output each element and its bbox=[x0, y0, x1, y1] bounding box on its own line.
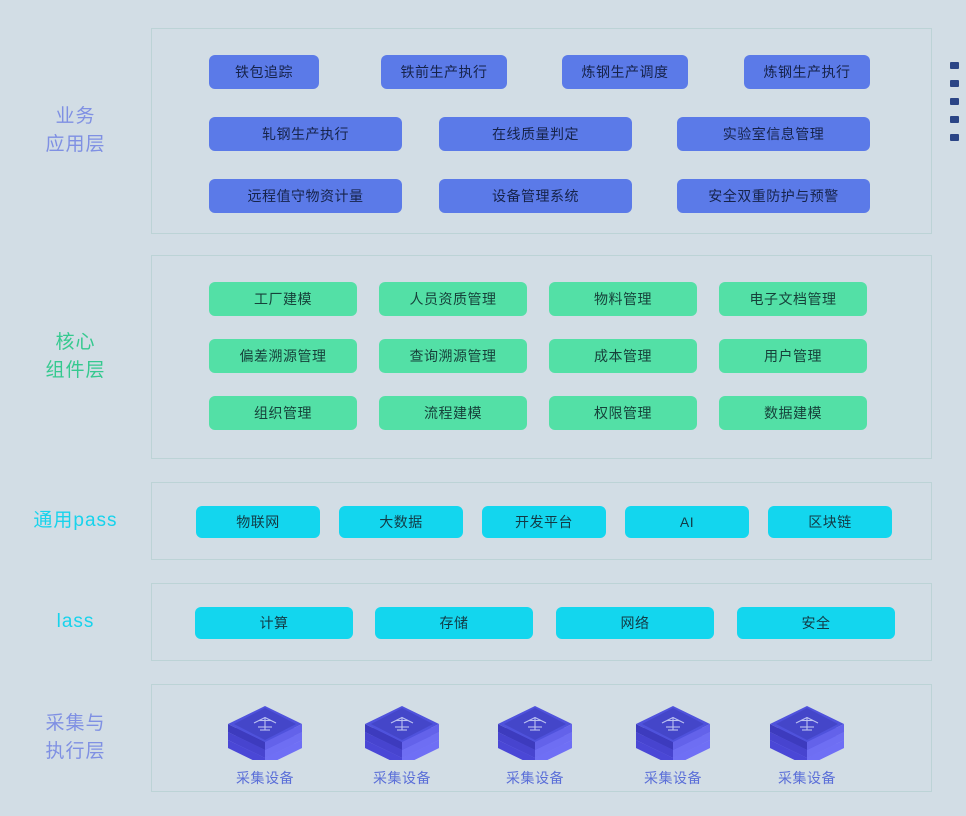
core-chip-user-management[interactable]: 用户管理 bbox=[719, 339, 867, 373]
pass-chip-bigdata[interactable]: 大数据 bbox=[339, 506, 463, 538]
core-chip-permission-management[interactable]: 权限管理 bbox=[549, 396, 697, 430]
layer-label-iass: lass bbox=[0, 583, 151, 661]
device-cube-icon bbox=[222, 696, 308, 760]
app-chip-safety-dual-prevention-warning[interactable]: 安全双重防护与预警 bbox=[677, 179, 870, 213]
collection-device[interactable]: 采集设备 bbox=[752, 696, 862, 788]
collection-device[interactable]: 采集设备 bbox=[210, 696, 320, 788]
pass-chip-dev-platform[interactable]: 开发平台 bbox=[482, 506, 606, 538]
pass-chip-ai[interactable]: AI bbox=[625, 506, 749, 538]
device-cube-icon bbox=[630, 696, 716, 760]
core-chip-material-management[interactable]: 物料管理 bbox=[549, 282, 697, 316]
layer-label-core-text: 核心 组件层 bbox=[45, 332, 106, 381]
core-chip-deviation-traceability[interactable]: 偏差溯源管理 bbox=[209, 339, 357, 373]
layer-panel-iass: 计算 存储 网络 安全 bbox=[151, 583, 932, 661]
pass-chip-blockchain[interactable]: 区块链 bbox=[768, 506, 892, 538]
app-chip-equipment-management-system[interactable]: 设备管理系统 bbox=[439, 179, 632, 213]
device-cube-icon bbox=[764, 696, 850, 760]
app-chip-remote-material-metering[interactable]: 远程值守物资计量 bbox=[209, 179, 402, 213]
collection-device[interactable]: 采集设备 bbox=[347, 696, 457, 788]
app-chip-lab-information-management[interactable]: 实验室信息管理 bbox=[677, 117, 870, 151]
layer-label-iass-text: lass bbox=[56, 611, 95, 633]
bullet-marker bbox=[950, 98, 959, 105]
app-chip-tiebao-tracking[interactable]: 铁包追踪 bbox=[209, 55, 319, 89]
device-caption: 采集设备 bbox=[644, 770, 702, 786]
device-caption: 采集设备 bbox=[373, 770, 431, 786]
device-caption: 采集设备 bbox=[236, 770, 294, 786]
layer-label-collect-text: 采集与 执行层 bbox=[45, 713, 106, 762]
bullet-marker bbox=[950, 116, 959, 123]
app-chip-steelmaking-scheduling[interactable]: 炼钢生产调度 bbox=[562, 55, 688, 89]
app-chip-online-quality-judgement[interactable]: 在线质量判定 bbox=[439, 117, 632, 151]
app-chip-steelmaking-execution[interactable]: 炼钢生产执行 bbox=[744, 55, 870, 89]
iass-chip-storage[interactable]: 存储 bbox=[375, 607, 533, 639]
side-bullet-markers bbox=[950, 62, 966, 152]
core-chip-personnel-qualification[interactable]: 人员资质管理 bbox=[379, 282, 527, 316]
bullet-marker bbox=[950, 80, 959, 87]
layer-label-collect: 采集与 执行层 bbox=[0, 684, 151, 792]
layer-panel-business: 铁包追踪 铁前生产执行 炼钢生产调度 炼钢生产执行 轧钢生产执行 在线质量判定 … bbox=[151, 28, 932, 234]
device-caption: 采集设备 bbox=[778, 770, 836, 786]
device-cube-icon bbox=[359, 696, 445, 760]
collection-device[interactable]: 采集设备 bbox=[618, 696, 728, 788]
core-chip-edoc-management[interactable]: 电子文档管理 bbox=[719, 282, 867, 316]
layer-panel-pass: 物联网 大数据 开发平台 AI 区块链 bbox=[151, 482, 932, 560]
core-chip-cost-management[interactable]: 成本管理 bbox=[549, 339, 697, 373]
iass-chip-network[interactable]: 网络 bbox=[556, 607, 714, 639]
device-cube-icon bbox=[492, 696, 578, 760]
iass-chip-security[interactable]: 安全 bbox=[737, 607, 895, 639]
collection-device[interactable]: 采集设备 bbox=[480, 696, 590, 788]
iass-chip-compute[interactable]: 计算 bbox=[195, 607, 353, 639]
layer-label-business: 业务 应用层 bbox=[0, 28, 151, 234]
core-chip-factory-modeling[interactable]: 工厂建模 bbox=[209, 282, 357, 316]
app-chip-rolling-execution[interactable]: 轧钢生产执行 bbox=[209, 117, 402, 151]
core-chip-data-modeling[interactable]: 数据建模 bbox=[719, 396, 867, 430]
layer-label-business-text: 业务 应用层 bbox=[45, 106, 106, 155]
layer-panel-core: 工厂建模 人员资质管理 物料管理 电子文档管理 偏差溯源管理 查询溯源管理 成本… bbox=[151, 255, 932, 459]
layer-label-pass-text: 通用pass bbox=[33, 510, 118, 532]
layer-panel-collect: 采集设备 bbox=[151, 684, 932, 792]
layer-label-pass: 通用pass bbox=[0, 482, 151, 560]
core-chip-org-management[interactable]: 组织管理 bbox=[209, 396, 357, 430]
bullet-marker bbox=[950, 62, 959, 69]
device-caption: 采集设备 bbox=[506, 770, 564, 786]
layer-label-core: 核心 组件层 bbox=[0, 255, 151, 459]
core-chip-process-modeling[interactable]: 流程建模 bbox=[379, 396, 527, 430]
bullet-marker bbox=[950, 134, 959, 141]
core-chip-query-traceability[interactable]: 查询溯源管理 bbox=[379, 339, 527, 373]
pass-chip-iot[interactable]: 物联网 bbox=[196, 506, 320, 538]
app-chip-ironmaking-execution[interactable]: 铁前生产执行 bbox=[381, 55, 507, 89]
